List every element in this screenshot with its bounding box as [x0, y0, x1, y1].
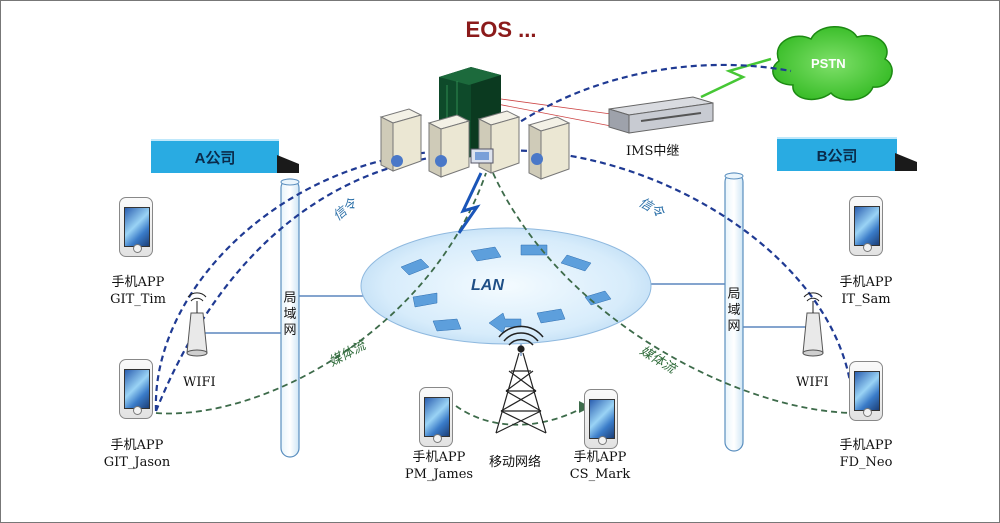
ims-label: IMS中继 [626, 144, 680, 159]
pstn-cloud [772, 26, 893, 101]
pstn-lightning [700, 57, 772, 99]
pstn-label: PSTN [811, 56, 846, 71]
lan-pipe-right [724, 172, 744, 452]
lan-pipe-left [280, 178, 300, 458]
phone-git-jason [119, 359, 153, 419]
phone-cs-mark [584, 389, 618, 449]
phone-fd-neo [849, 361, 883, 421]
wifi-ap-right [802, 292, 824, 357]
phone-pm-james [419, 387, 453, 447]
company-a-banner: A公司 [151, 139, 299, 173]
ims-gateway [608, 96, 714, 134]
smartphone-icon [119, 359, 153, 419]
company-a-label: A公司 [151, 139, 279, 173]
page-title: EOS ... [465, 17, 537, 42]
wifi-label-right: WIFI [796, 375, 829, 390]
wifi-ap-left [186, 292, 208, 357]
lan-pipe-left-label: 局域网 [283, 291, 297, 338]
smartphone-icon [849, 196, 883, 256]
smartphone-icon [119, 197, 153, 257]
smartphone-icon [849, 361, 883, 421]
cell-tower [495, 325, 547, 434]
phone-git-tim [119, 197, 153, 257]
lan-label: LAN [471, 277, 504, 294]
tower-servers [379, 108, 571, 180]
lan-ellipse [360, 227, 652, 345]
smartphone-icon [419, 387, 453, 447]
company-b-label: B公司 [777, 137, 897, 171]
company-a-tail [277, 155, 299, 173]
smartphone-icon [584, 389, 618, 449]
company-b-tail [895, 153, 917, 171]
phone-it-sam [849, 196, 883, 256]
media-paths [155, 172, 854, 426]
company-b-banner: B公司 [777, 137, 917, 171]
lan-arrows [400, 244, 612, 334]
lan-pipe-right-label: 局域网 [727, 287, 741, 334]
server-lightning [457, 172, 483, 234]
wifi-label-left: WIFI [183, 375, 216, 390]
mobile-network-label: 移动网络 [489, 455, 542, 470]
ims-link-1 [500, 98, 612, 115]
